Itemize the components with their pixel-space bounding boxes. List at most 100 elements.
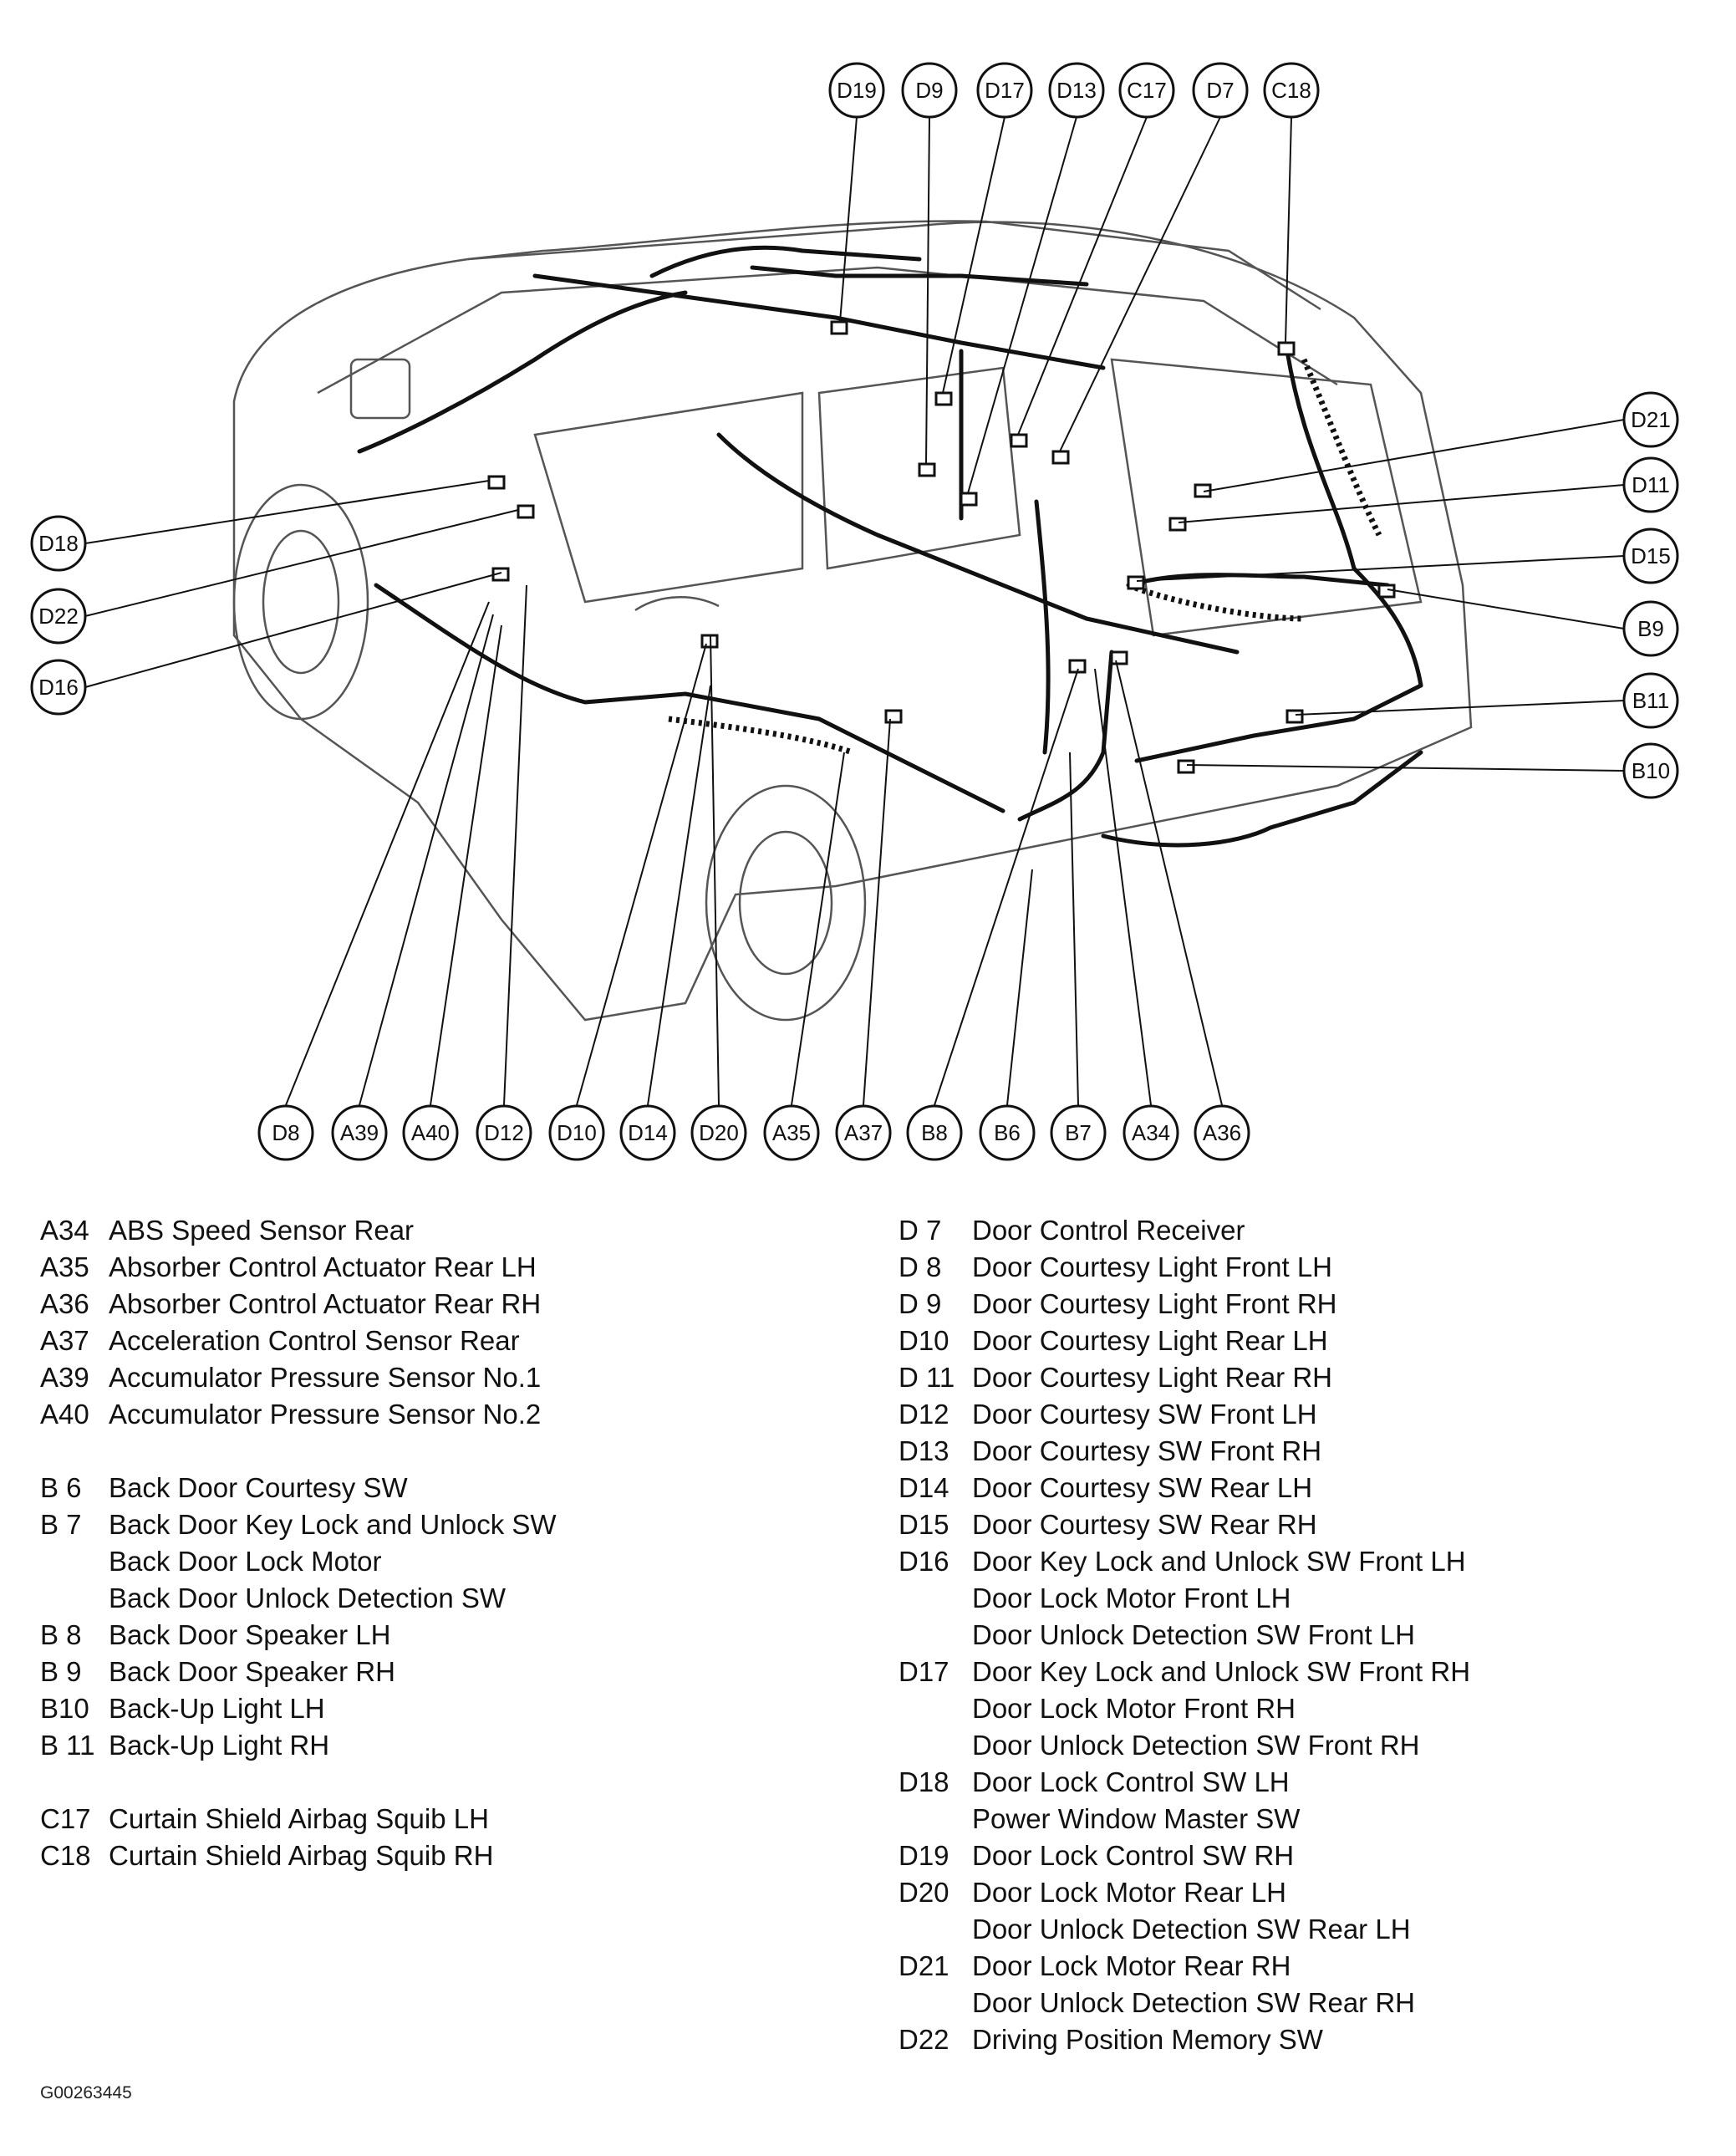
legend-description: Door Key Lock and Unlock SW Front LH — [972, 1546, 1466, 1577]
callout-circle — [1194, 1104, 1250, 1161]
callout-b6: B6 — [979, 1104, 1036, 1161]
legend-description: Door Courtesy Light Rear LH — [972, 1325, 1328, 1356]
callout-d9: D9 — [901, 62, 958, 119]
callout-circle — [763, 1104, 820, 1161]
legend-code: D 9 — [899, 1288, 942, 1319]
legend-code: B 9 — [40, 1656, 82, 1687]
legend-description: Door Courtesy SW Front RH — [972, 1435, 1322, 1466]
legend-code — [899, 1690, 972, 1727]
legend-description: Curtain Shield Airbag Squib LH — [109, 1803, 489, 1834]
connector-markers — [487, 320, 1396, 774]
callout-circle — [1192, 62, 1249, 119]
legend-description: Absorber Control Actuator Rear RH — [109, 1288, 542, 1319]
legend-row: D13 Door Courtesy SW Front RH — [899, 1433, 1726, 1470]
legend-code — [899, 1580, 972, 1617]
callout-circle — [828, 62, 885, 119]
legend-code: D 11 — [899, 1362, 955, 1393]
legend-code: D17 — [899, 1656, 949, 1687]
legend-description: Curtain Shield Airbag Squib RH — [109, 1840, 494, 1871]
callout-text: D15 — [1631, 543, 1671, 568]
legend-description: Back Door Key Lock and Unlock SW — [109, 1509, 557, 1540]
callout-circle — [1263, 62, 1320, 119]
callout-c17: C17 — [1118, 62, 1175, 119]
callout-circle — [30, 659, 87, 716]
callout-text: A34 — [1132, 1120, 1170, 1145]
legend-row: Back Door Unlock Detection SW — [40, 1580, 843, 1617]
legend-code — [899, 1727, 972, 1764]
legend-description: Accumulator Pressure Sensor No.1 — [109, 1362, 542, 1393]
callout-circle — [1050, 1104, 1107, 1161]
callout-text: A36 — [1203, 1120, 1241, 1145]
callout-circle — [402, 1104, 459, 1161]
legend-spacer — [40, 1764, 843, 1801]
callout-circle — [1123, 1104, 1179, 1161]
legend-description: Door Courtesy Light Front LH — [972, 1251, 1333, 1282]
legend-description: Door Courtesy Light Rear RH — [972, 1362, 1332, 1393]
callout-text: A40 — [411, 1120, 450, 1145]
legend-code: B 8 — [40, 1619, 82, 1650]
callout-text: D16 — [38, 675, 79, 700]
callout-text: D9 — [915, 78, 943, 103]
callout-d20: D20 — [690, 1104, 747, 1161]
legend-description: ABS Speed Sensor Rear — [109, 1215, 415, 1246]
legend-code: A35 — [40, 1251, 89, 1282]
callout-circle — [979, 1104, 1036, 1161]
legend-code — [40, 1580, 109, 1617]
legend-row: Door Unlock Detection SW Front LH — [899, 1617, 1726, 1654]
legend-description: Door Lock Motor Front RH — [972, 1693, 1296, 1724]
callout-text: B9 — [1637, 616, 1664, 641]
leader-lines — [84, 116, 1625, 1106]
callout-b11: B11 — [1622, 672, 1679, 729]
legend-description: Back Door Courtesy SW — [109, 1472, 408, 1503]
callout-b8: B8 — [906, 1104, 963, 1161]
callout-a40: A40 — [402, 1104, 459, 1161]
legend-code — [899, 1801, 972, 1837]
legend-row: D18 Door Lock Control SW LH — [899, 1764, 1726, 1801]
callout-a37: A37 — [835, 1104, 892, 1161]
legend-row: Back Door Lock Motor — [40, 1543, 843, 1580]
legend-description: Acceleration Control Sensor Rear — [109, 1325, 520, 1356]
callout-text: D19 — [837, 78, 877, 103]
callout-circle — [1622, 672, 1679, 729]
legend-code: A40 — [40, 1399, 89, 1430]
legend-description: Back-Up Light LH — [109, 1693, 325, 1724]
callout-d19: D19 — [828, 62, 885, 119]
legend-row: Door Lock Motor Front LH — [899, 1580, 1726, 1617]
callout-circle — [1622, 391, 1679, 448]
legend-row: D17 Door Key Lock and Unlock SW Front RH — [899, 1654, 1726, 1690]
legend-code: D13 — [899, 1435, 949, 1466]
legend-row: A39 Accumulator Pressure Sensor No.1 — [40, 1359, 843, 1396]
callout-text: D20 — [699, 1120, 739, 1145]
legend-description: Door Key Lock and Unlock SW Front RH — [972, 1656, 1471, 1687]
callout-text: D18 — [38, 531, 79, 556]
legend-code: B 11 — [40, 1730, 95, 1761]
legend-row: D10 Door Courtesy Light Rear LH — [899, 1323, 1726, 1359]
legend-code: D10 — [899, 1325, 949, 1356]
callout-circle — [30, 588, 87, 645]
legend-description: Door Lock Control SW LH — [972, 1766, 1290, 1797]
legend-description: Door Courtesy SW Rear LH — [972, 1472, 1313, 1503]
legend-code: D18 — [899, 1766, 949, 1797]
legend-code: D12 — [899, 1399, 949, 1430]
legend-code: A39 — [40, 1362, 89, 1393]
callout-text: D22 — [38, 604, 79, 629]
callout-d7: D7 — [1192, 62, 1249, 119]
callout-text: A39 — [340, 1120, 379, 1145]
legend-description: Door Courtesy Light Front RH — [972, 1288, 1337, 1319]
callout-a34: A34 — [1123, 1104, 1179, 1161]
legend-code: D 7 — [899, 1215, 942, 1246]
callout-d12: D12 — [476, 1104, 532, 1161]
callout-d11: D11 — [1622, 456, 1679, 513]
callout-b7: B7 — [1050, 1104, 1107, 1161]
legend-description: Door Lock Motor Front LH — [972, 1583, 1291, 1613]
callout-text: B6 — [994, 1120, 1021, 1145]
callout-circle — [906, 1104, 963, 1161]
